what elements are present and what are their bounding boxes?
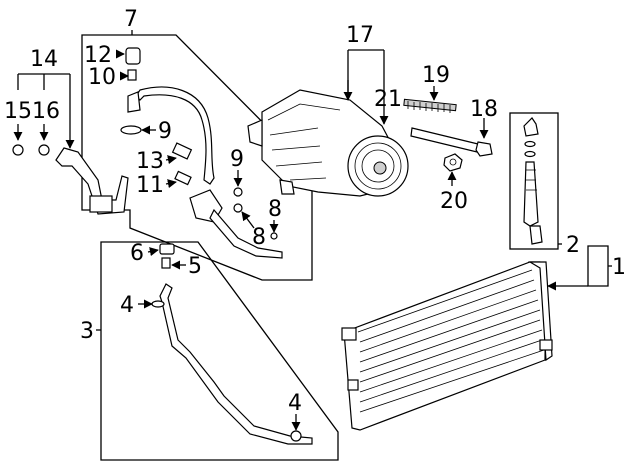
- callout-12: 12: [84, 43, 112, 68]
- nut-part: [443, 153, 463, 172]
- pipe-14: [12, 144, 129, 215]
- stud-part: [403, 98, 457, 113]
- callout-5: 5: [188, 254, 202, 279]
- callout-2: 2: [566, 233, 580, 258]
- callout-13: 13: [136, 149, 164, 174]
- callout-18: 18: [470, 97, 498, 122]
- callout-8: 8: [268, 197, 282, 222]
- callout-20: 20: [440, 189, 468, 214]
- drier-parts: [523, 117, 543, 245]
- condenser-part: [341, 261, 553, 431]
- group-box-2: [509, 112, 559, 250]
- callout-11: 11: [136, 173, 164, 198]
- callout-4: 4: [120, 293, 134, 318]
- callout-10: 10: [88, 65, 116, 90]
- callout-15: 15: [4, 99, 32, 124]
- callout-21: 21: [374, 87, 402, 112]
- callout-9: 9: [158, 119, 172, 144]
- hose-assembly-3: [151, 243, 313, 445]
- callout-9: 9: [230, 147, 244, 172]
- callout-19: 19: [422, 63, 450, 88]
- hose-assembly-7: [120, 47, 283, 259]
- callout-4: 4: [288, 391, 302, 416]
- callout-8: 8: [252, 225, 266, 250]
- callout-3: 3: [80, 319, 94, 344]
- callout-1: 1: [612, 255, 626, 280]
- callout-6: 6: [130, 241, 144, 266]
- callout-14: 14: [30, 47, 58, 72]
- compressor-part: [247, 89, 409, 197]
- callout-17: 17: [346, 23, 374, 48]
- callout-7: 7: [124, 7, 138, 32]
- bolt-part: [410, 127, 493, 157]
- group-box-3: [100, 241, 339, 461]
- callout-16: 16: [32, 99, 60, 124]
